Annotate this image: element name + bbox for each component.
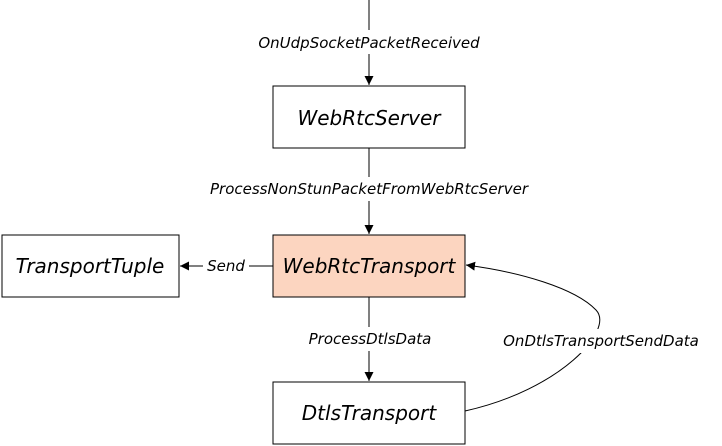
node-webrtc-server [272,85,466,149]
edge-label-on-dtls-transport-send-data: OnDtlsTransportSendData [503,332,699,350]
node-webrtc-server-label: WebRtcServer [297,106,442,130]
node-dtls-transport-label: DtlsTransport [302,401,438,425]
edge-label-process-non-stun: ProcessNonStunPacketFromWebRtcServer [210,180,529,198]
edge-label-on-udp-socket-packet-received: OnUdpSocketPacketReceived [258,34,480,52]
node-transport-tuple-label: TransportTuple [16,254,165,278]
dtls-send-data-curve-arrow [464,261,601,412]
label-bg [488,329,716,353]
edge-label-process-dtls-data: ProcessDtlsData [309,330,432,348]
label-bg [188,177,550,201]
label-bg [203,256,249,276]
node-dtls-transport [272,381,466,445]
node-webrtc-transport-label: WebRtcTransport [283,254,457,278]
edge-label-send: Send [207,257,245,275]
node-transport-tuple [1,234,180,298]
label-bg [240,30,498,54]
label-bg [299,327,441,351]
node-webrtc-transport [272,234,466,298]
